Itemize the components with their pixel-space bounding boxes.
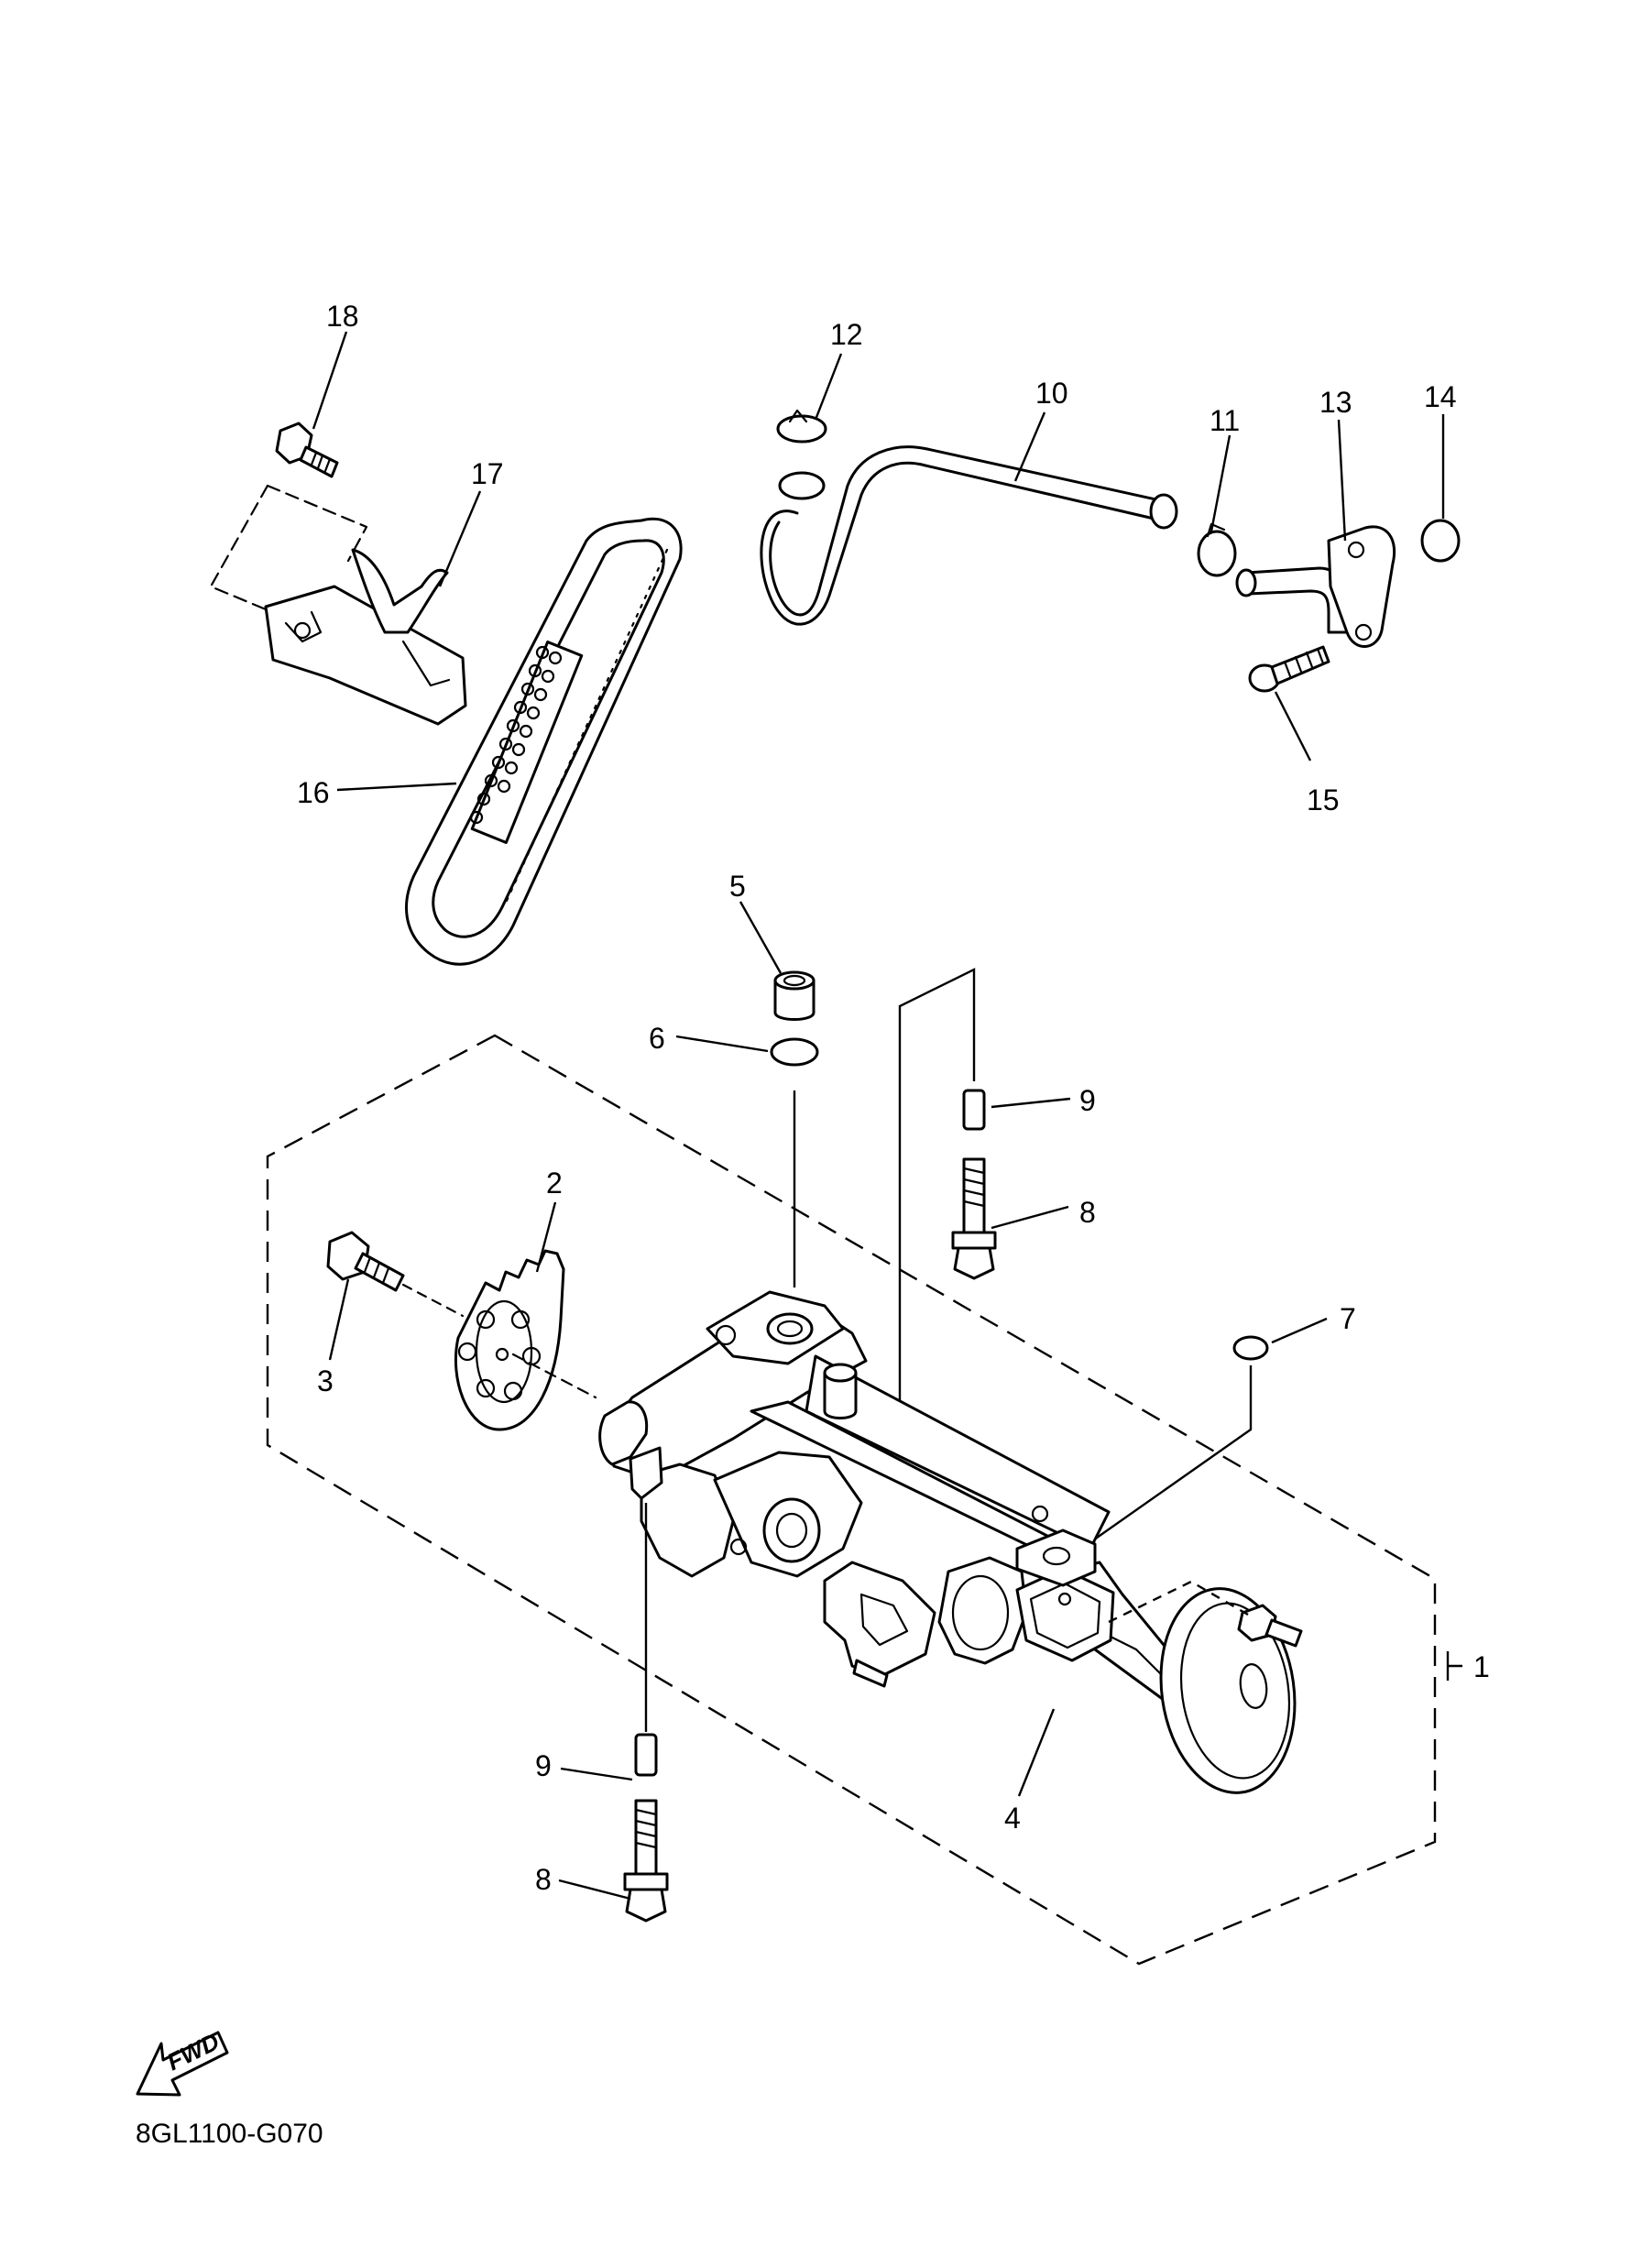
oil-pump-drive-chain [405,517,683,966]
oil-pipe [1235,525,1396,648]
callout-18: 18 [326,300,359,333]
sprocket-bolt [326,1231,465,1318]
callout-labels: 1 2 3 4 5 6 7 8 8 9 9 10 11 12 13 14 15 … [297,300,1490,1896]
callout-9-lower: 9 [535,1749,552,1782]
chain-guide [264,548,467,726]
hose-clamp-lower [1197,522,1237,577]
chain-links [469,641,584,844]
dowel-pin-lower [634,1733,658,1777]
callout-8-lower: 8 [535,1863,552,1896]
dowel-pin-upper [962,1089,986,1131]
callout-11: 11 [1210,404,1240,437]
callout-7: 7 [1340,1302,1356,1335]
o-ring-pipe [1420,519,1461,563]
o-ring-upper [770,1037,819,1067]
callout-10: 10 [1035,377,1068,410]
callout-2: 2 [546,1167,563,1200]
hose-clamp-upper [776,409,827,500]
oil-pump-assembly [598,1290,1303,1794]
callout-9-upper: 9 [1079,1084,1096,1117]
callout-8-upper: 8 [1079,1196,1096,1229]
pump-drive-sprocket [454,1249,597,1431]
callout-13: 13 [1319,386,1352,419]
callout-14: 14 [1424,380,1457,413]
assembly-boundary-dashed [266,1034,1437,1966]
callout-6: 6 [649,1022,665,1055]
forward-direction-arrow: FWD [136,2027,229,2097]
callout-15: 15 [1307,783,1340,816]
callout-3: 3 [317,1364,334,1397]
callout-16: 16 [297,776,330,809]
leader-lines [312,331,1462,1901]
bolt-upper [951,1157,997,1280]
o-ring-strainer [1232,1335,1269,1361]
diagram-code: 8GL1100-G070 [136,2119,323,2149]
callout-17: 17 [471,457,504,490]
callout-4: 4 [1004,1802,1021,1835]
guide-bolt [209,422,368,611]
assembly-guide-line [898,968,976,1402]
bolt-lower [623,1799,669,1923]
pipe-bolt [1248,645,1330,693]
collar [773,970,816,1021]
oil-hose [760,445,1178,626]
callout-1: 1 [1473,1650,1490,1683]
callout-5: 5 [729,870,746,903]
o-ring-guide [1080,1365,1253,1550]
callout-12: 12 [830,318,863,351]
